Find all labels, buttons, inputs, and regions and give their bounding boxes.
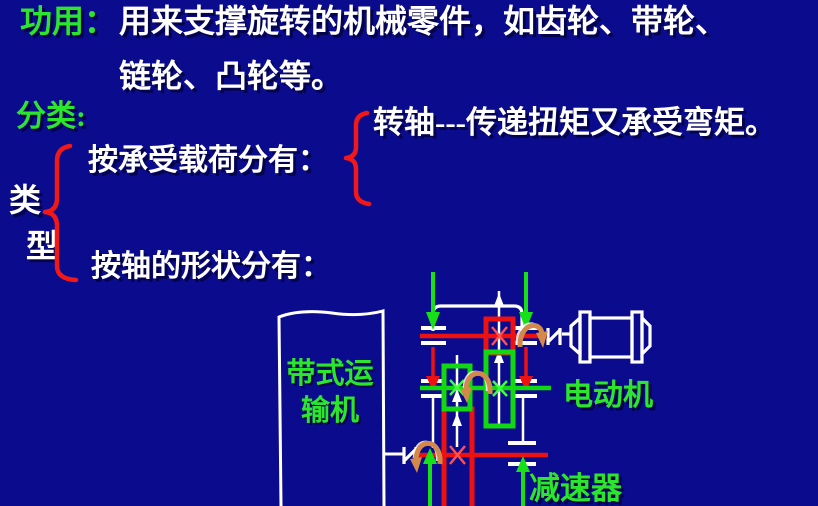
conveyor-box xyxy=(277,309,403,506)
conveyor-label-line1: 带式运 xyxy=(286,358,374,390)
conveyor-label-line2: 输机 xyxy=(300,395,359,427)
rotating-shaft-text: 转轴---传递扭矩又承受弯矩。 xyxy=(373,105,776,140)
centerline-up-arrowheads xyxy=(452,293,504,426)
green-gear-cross-marks xyxy=(449,379,508,397)
bearing-symbols xyxy=(421,326,537,466)
red-down-arrows xyxy=(426,347,533,391)
classification-label: 分类: xyxy=(16,100,86,133)
by-shape-text: 按轴的形状分有： xyxy=(91,250,331,283)
motor-label: 电动机 xyxy=(563,379,653,412)
rotation-arrow-input xyxy=(517,323,548,348)
bearing-supports xyxy=(431,398,525,448)
type-label-char-1: 类 xyxy=(9,182,42,218)
load-type-brace xyxy=(343,110,372,207)
conveyor-label: 带式运 输机 xyxy=(278,356,382,430)
by-load-text: 按承受载荷分有： xyxy=(88,144,328,177)
green-up-arrows xyxy=(423,448,530,506)
rotation-arrow-intermediate xyxy=(460,370,493,403)
coupling-icon-motor xyxy=(546,328,562,345)
motor-symbol xyxy=(562,310,652,364)
intermediate-shaft xyxy=(420,349,551,429)
green-down-arrows xyxy=(426,272,533,330)
type-brace xyxy=(42,143,79,283)
red-gear-cross-marks xyxy=(449,326,508,465)
type-label-char-2: 型 xyxy=(26,228,59,264)
reducer-label: 减速器 xyxy=(529,471,622,506)
function-text-line2: 链轮、凸轮等。 xyxy=(119,58,344,94)
function-label: 功用： xyxy=(20,3,117,39)
function-text-line1: 用来支撑旋转的机械零件，如齿轮、带轮、 xyxy=(119,3,728,39)
rotation-arrow-output xyxy=(410,440,443,473)
